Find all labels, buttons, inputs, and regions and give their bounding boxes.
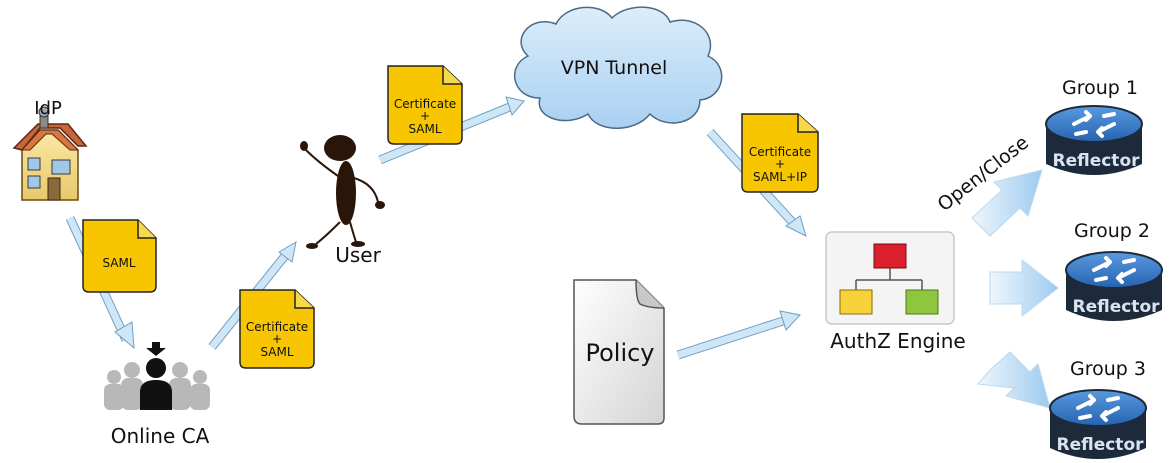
reflector-group1-icon: Reflector <box>1045 105 1143 175</box>
ca-doc-line-2: SAML <box>260 345 293 359</box>
user-doc-line-2: SAML <box>408 122 441 136</box>
user-doc-line-0: Certificate <box>394 97 456 111</box>
vpn-tunnel-label: VPN Tunnel <box>561 57 668 79</box>
group2-label: Group 2 <box>1074 220 1150 242</box>
vpn-tunnel-cloud <box>513 6 723 129</box>
ca-doc-line-1: + <box>272 332 282 346</box>
online-ca-icon <box>104 342 210 410</box>
idp-label: IdP <box>34 98 62 119</box>
arrow-authz-to-group3 <box>977 351 1051 409</box>
online-ca-label: Online CA <box>111 424 210 448</box>
arrow-authz-to-group2 <box>989 258 1059 318</box>
reflector-group3-icon: Reflector <box>1049 389 1147 459</box>
saml-document-icon: SAML <box>82 219 157 293</box>
group3-label: Group 3 <box>1070 358 1146 380</box>
ca-doc-line-0: Certificate <box>246 320 308 334</box>
reflector-group2-icon: Reflector <box>1065 251 1163 321</box>
arrow-authz-to-group1 <box>971 169 1043 237</box>
reflector-group1-label: Reflector <box>1052 151 1140 171</box>
saml-doc-line-0: SAML <box>102 256 135 270</box>
policy-document-icon <box>573 279 665 425</box>
reflector-group2-label: Reflector <box>1072 297 1160 317</box>
authz-engine-label: AuthZ Engine <box>830 329 965 353</box>
user-certificate-document-icon: Certificate + SAML <box>387 65 463 145</box>
arrow-policy-to-authz <box>676 310 801 360</box>
policy-label: Policy <box>585 339 654 367</box>
authz-engine-icon <box>825 231 955 325</box>
user-doc-line-1: + <box>420 109 430 123</box>
vpn-doc-line-0: Certificate <box>749 145 811 159</box>
vpn-doc-line-2: SAML+IP <box>753 170 807 184</box>
vpn-doc-line-1: + <box>775 157 785 171</box>
user-label: User <box>335 243 381 267</box>
ca-certificate-document-icon: Certificate + SAML <box>239 289 315 369</box>
vpn-certificate-document-icon: Certificate + SAML+IP <box>741 113 819 193</box>
group1-label: Group 1 <box>1062 77 1138 99</box>
idp-house-icon <box>12 106 88 201</box>
user-figure-icon <box>300 135 385 249</box>
reflector-group3-label: Reflector <box>1056 435 1144 455</box>
